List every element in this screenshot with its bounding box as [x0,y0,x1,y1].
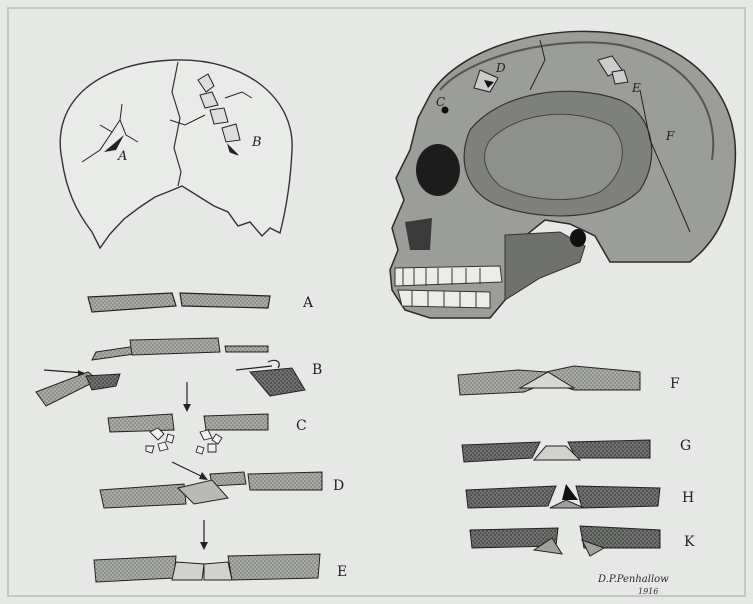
section-label-b: B [312,362,322,378]
section-k: K [470,526,695,556]
section-label-a: A [302,295,314,311]
arrow-d-to-e-head [200,542,208,550]
skull-label-d: D [495,61,506,75]
skull-top-view: A B [60,60,292,248]
section-label-k: K [684,534,695,550]
top-label-a: A [117,149,127,164]
section-label-e: E [337,564,347,580]
orbit [416,144,460,196]
section-f: F [458,366,680,395]
skull-label-e: E [631,81,641,95]
section-b: B [36,338,322,406]
section-label-c: C [296,418,307,434]
section-label-h: H [682,490,694,506]
ear-opening [570,229,586,247]
section-g: G [462,438,691,462]
signature-name: D.P.Penhallow [597,574,669,585]
signature-year: 1916 [638,587,658,596]
section-label-d: D [333,478,344,494]
section-e: E [94,554,347,582]
skull-label-f: F [665,129,675,143]
section-a: A [88,293,314,312]
skull-label-c: C [436,95,445,109]
arrow-b-to-c-head [183,404,191,412]
section-c: C [108,414,307,454]
top-label-b: B [251,135,262,150]
section-label-g: G [680,438,691,454]
section-label-f: F [670,376,680,392]
skull-lateral-view: C D E F [390,31,735,318]
section-h: H [466,484,694,508]
section-d: D [100,462,344,508]
